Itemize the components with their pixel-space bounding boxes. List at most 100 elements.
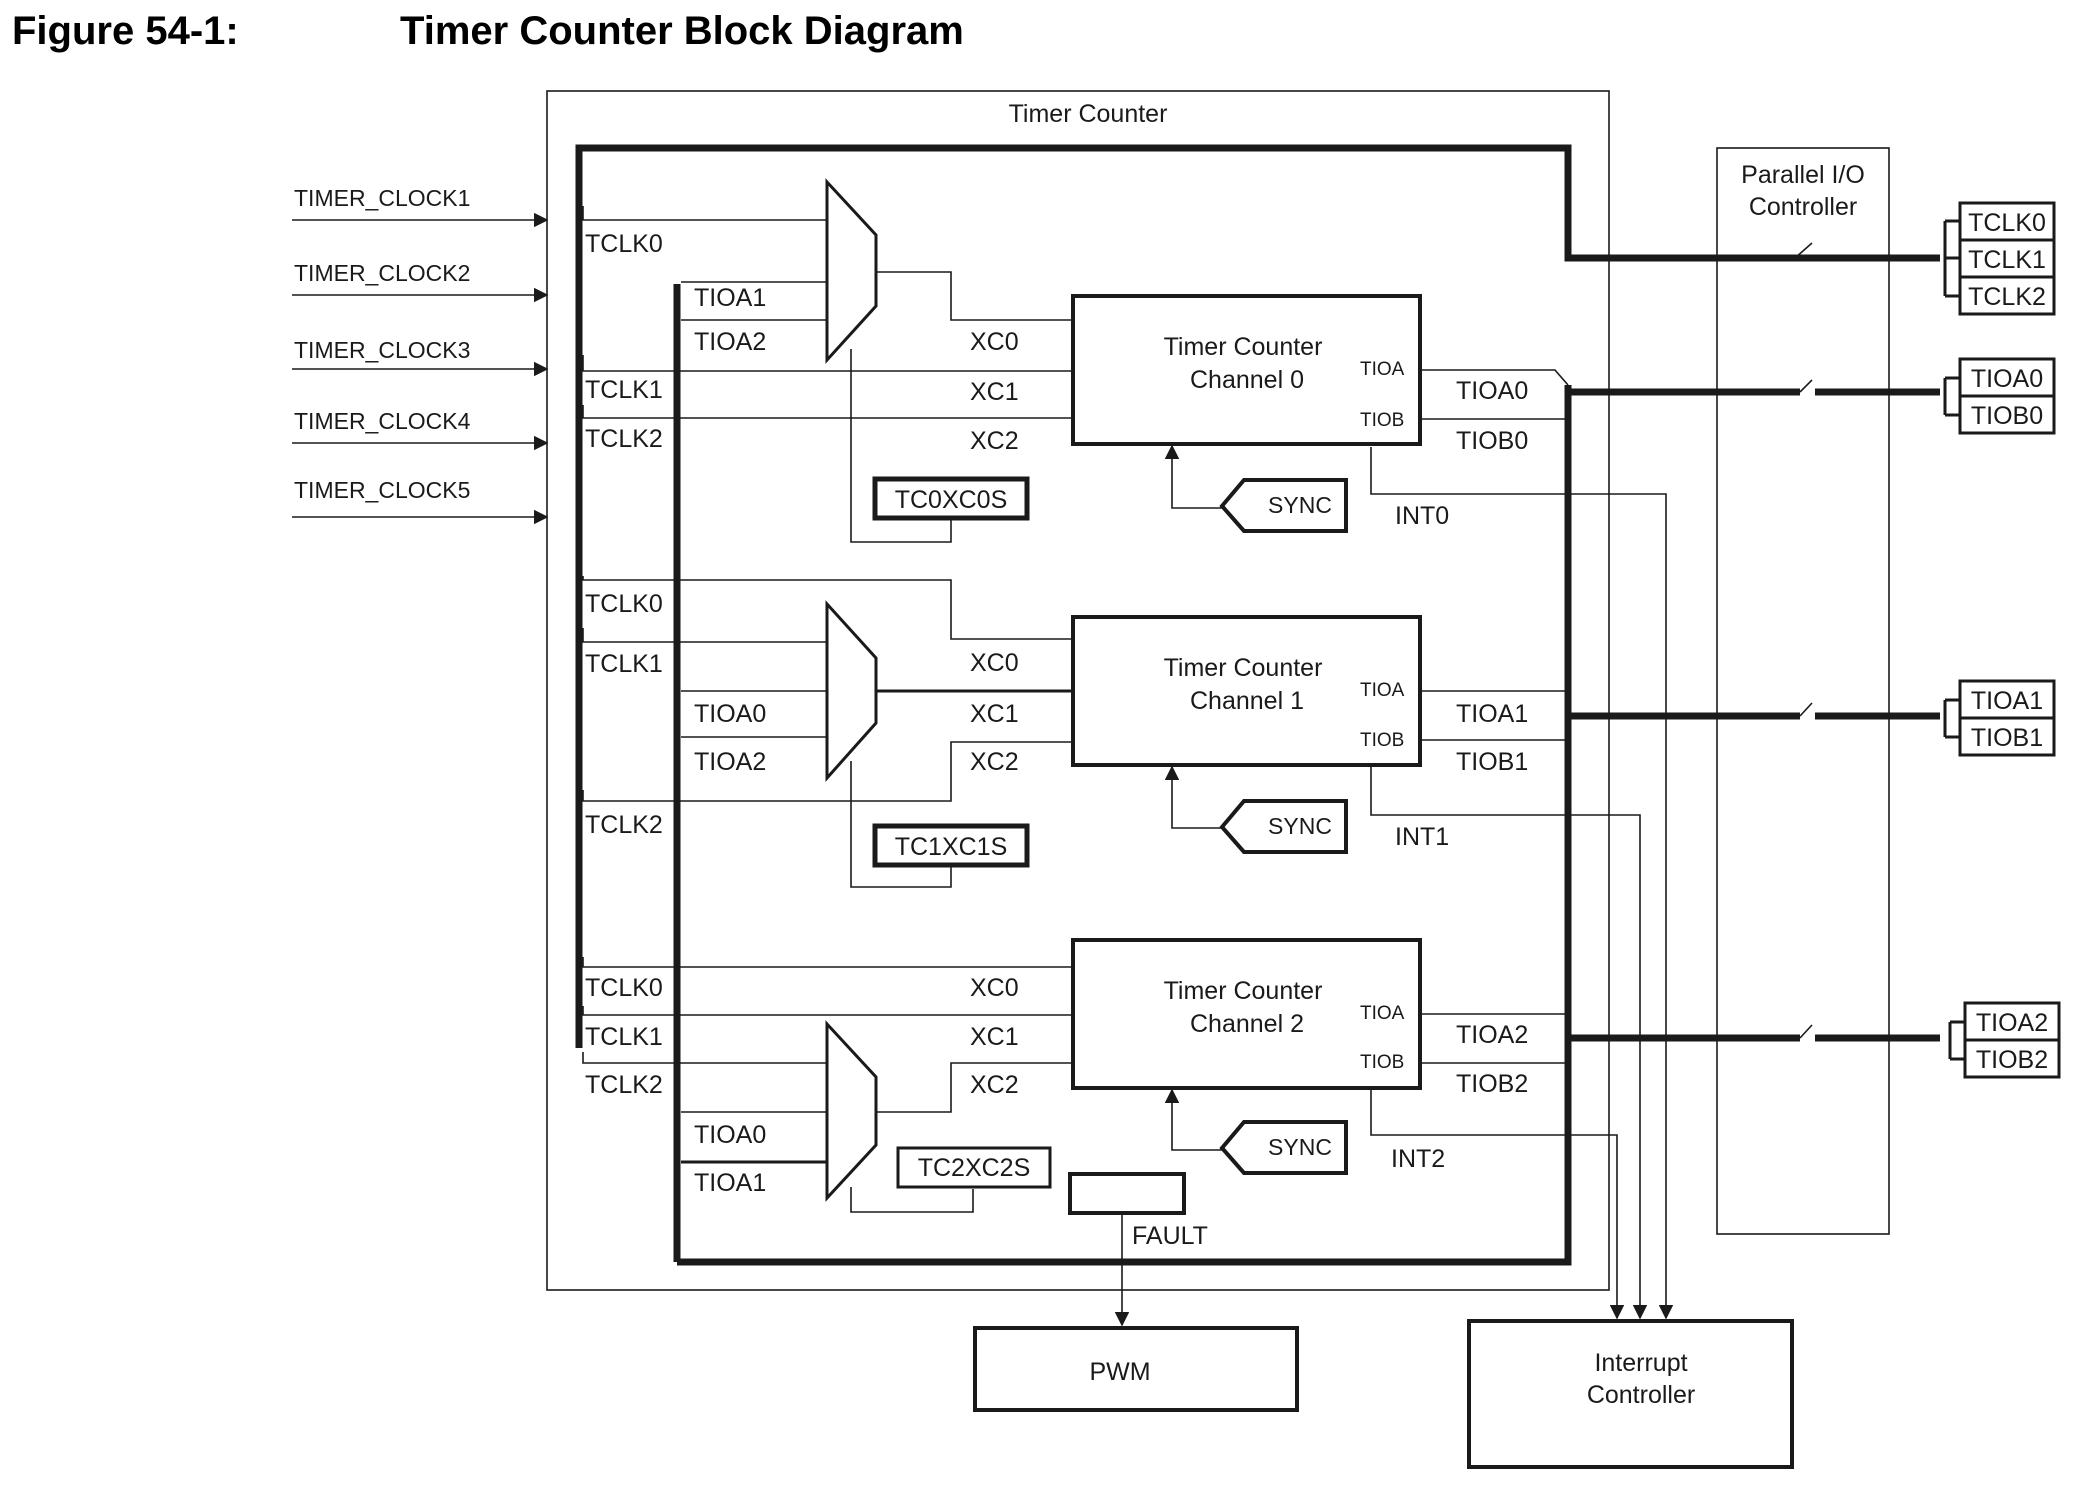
pin-tiob0: [1958, 394, 2056, 435]
ch0-out-a-label: TIOA0: [1456, 377, 1528, 405]
ch2-tclk0-label: TCLK0: [585, 974, 663, 1002]
inner-bus-frame: [575, 144, 1900, 1048]
ch1-box: [1071, 615, 1422, 767]
channel-0: TCLK0 TIOA1 TIOA2 TC0XC0S TCLK1 TCLK2 XC…: [582, 178, 1800, 1320]
ch1-tclk2-label: TCLK2: [585, 811, 663, 839]
interrupt-controller-line1: Interrupt: [1594, 1349, 1687, 1377]
pio-switches: [1794, 242, 1940, 1042]
pin-tclk1-label: TCLK1: [1968, 246, 2046, 274]
figure-number: Figure 54-1:: [12, 9, 239, 53]
ch0-mux: [825, 178, 878, 364]
ch0-sync-tag: [1219, 478, 1348, 533]
ch2-tclk1-label: TCLK1: [585, 1023, 663, 1051]
ch2-select-label: TC2XC2S: [918, 1154, 1031, 1182]
ch0-tclk1-label: TCLK1: [585, 376, 663, 404]
ch1-tiob-pin: TIOB: [1360, 730, 1404, 751]
ch0-int-label: INT0: [1395, 502, 1449, 530]
pin-tclk2-label: TCLK2: [1968, 283, 2046, 311]
figure-title: Timer Counter Block Diagram: [400, 9, 964, 53]
ch1-out-b-label: TIOB1: [1456, 748, 1528, 776]
pin-tioa0-label: TIOA0: [1971, 365, 2043, 393]
pin-tclk0-label: TCLK0: [1968, 209, 2046, 237]
interrupt-controller-box: [1467, 1319, 1794, 1469]
ch0-sync-label: SYNC: [1268, 492, 1332, 518]
ch0-tclk2-label: TCLK2: [585, 425, 663, 453]
pio-pins: TCLK0 TCLK1 TCLK2 TIOA0 TIOB0 TIOA1 TIOB…: [1943, 201, 2061, 1079]
ch0-xc2-label: XC2: [970, 427, 1019, 455]
ch0-out-b-label: TIOB0: [1456, 427, 1528, 455]
pin-tiob0-label: TIOB0: [1971, 402, 2043, 430]
timer-clock2-label: TIMER_CLOCK2: [294, 260, 470, 286]
ch2-mux-in1-label: TIOA0: [694, 1121, 766, 1149]
ch1-xc0-label: XC0: [970, 649, 1019, 677]
channel-2: TCLK0 TCLK1 TCLK2 TIOA0 TIOA1 TC2XC2S XC…: [582, 938, 1800, 1320]
fault-box: [1068, 1172, 1186, 1215]
timer-clock1-label: TIMER_CLOCK1: [294, 185, 470, 211]
ch1-out-a-label: TIOA1: [1456, 700, 1528, 728]
pin-tiob1: [1958, 716, 2056, 757]
ch1-tioa-pin: TIOA: [1360, 680, 1405, 701]
timer-clock5-label: TIMER_CLOCK5: [294, 477, 470, 503]
pin-tclk2: [1958, 275, 2056, 316]
ch2-xc0-label: XC0: [970, 974, 1019, 1002]
timer-counter-title: Timer Counter: [1009, 100, 1168, 128]
ch2-tclk2-label: TCLK2: [585, 1071, 663, 1099]
ch0-tclk0-label: TCLK0: [585, 230, 663, 258]
ch0-xc1-label: XC1: [970, 378, 1019, 406]
ch1-mux-in1-label: TIOA0: [694, 700, 766, 728]
pin-tioa1-label: TIOA1: [1971, 687, 2043, 715]
pwm-box: [973, 1326, 1299, 1412]
pwm-label: PWM: [1089, 1358, 1150, 1386]
pin-tiob1-label: TIOB1: [1971, 724, 2043, 752]
ch2-sync-label: SYNC: [1268, 1134, 1332, 1160]
ch0-name-line2: Channel 0: [1190, 366, 1304, 394]
pin-tiob2-label: TIOB2: [1976, 1046, 2048, 1074]
ch1-select-box: [872, 823, 1030, 868]
ch1-select-label: TC1XC1S: [895, 833, 1008, 861]
pin-tioa0: [1958, 357, 2056, 398]
ch2-sync-tag: [1219, 1120, 1348, 1175]
tioa-bus-frame: [677, 385, 1572, 1266]
ch2-name-line2: Channel 2: [1190, 1010, 1304, 1038]
pin-tioa2: [1963, 1001, 2061, 1042]
ch1-name-line2: Channel 1: [1190, 687, 1304, 715]
ch0-mux-in1-label: TIOA1: [694, 284, 766, 312]
ch2-tioa-pin: TIOA: [1360, 1003, 1405, 1024]
ch2-xc2-label: XC2: [970, 1071, 1019, 1099]
timer-clock4-label: TIMER_CLOCK4: [294, 408, 471, 434]
ch2-select-box: [896, 1146, 1052, 1189]
ch2-name-line1: Timer Counter: [1164, 977, 1323, 1005]
ch1-xc2-label: XC2: [970, 748, 1019, 776]
pin-tioa2-label: TIOA2: [1976, 1009, 2048, 1037]
ch2-int-label: INT2: [1391, 1145, 1445, 1173]
pio-title-line2: Controller: [1749, 193, 1857, 221]
ch2-out-a-label: TIOA2: [1456, 1021, 1528, 1049]
channel-1: TCLK0 TCLK1 TIOA0 TIOA2 TC1XC1S TCLK2 XC…: [582, 576, 1800, 1320]
timer-clock3-label: TIMER_CLOCK3: [294, 337, 470, 363]
pin-tclk0: [1958, 201, 2056, 242]
ch0-mux-in2-label: TIOA2: [694, 328, 766, 356]
ch0-select-label: TC0XC0S: [895, 486, 1008, 514]
ch1-name-line1: Timer Counter: [1164, 654, 1323, 682]
ch1-tclk1-label: TCLK1: [585, 650, 663, 678]
ch0-tiob-pin: TIOB: [1360, 410, 1404, 431]
ch2-xc1-label: XC1: [970, 1023, 1019, 1051]
ch0-select-box: [872, 476, 1030, 521]
ch1-xc1-label: XC1: [970, 700, 1019, 728]
timer-clock-inputs: TIMER_CLOCK1 TIMER_CLOCK2 TIMER_CLOCK3 T…: [292, 185, 549, 525]
pio-title-line1: Parallel I/O: [1741, 161, 1865, 189]
ch2-box: [1071, 938, 1422, 1090]
ch0-box: [1071, 294, 1422, 446]
ch0-name-line1: Timer Counter: [1164, 333, 1323, 361]
ch0-xc0-label: XC0: [970, 328, 1019, 356]
pio-controller-box: [1716, 147, 1890, 1235]
ch2-mux-in2-label: TIOA1: [694, 1169, 766, 1197]
ch1-sync-tag: [1219, 799, 1348, 854]
ch2-out-b-label: TIOB2: [1456, 1070, 1528, 1098]
ch0-tioa-pin: TIOA: [1360, 359, 1405, 380]
ch2-tiob-pin: TIOB: [1360, 1052, 1404, 1073]
interrupt-controller-line2: Controller: [1587, 1381, 1695, 1409]
pin-tclk1: [1958, 238, 2056, 279]
ch2-mux: [825, 1020, 878, 1202]
